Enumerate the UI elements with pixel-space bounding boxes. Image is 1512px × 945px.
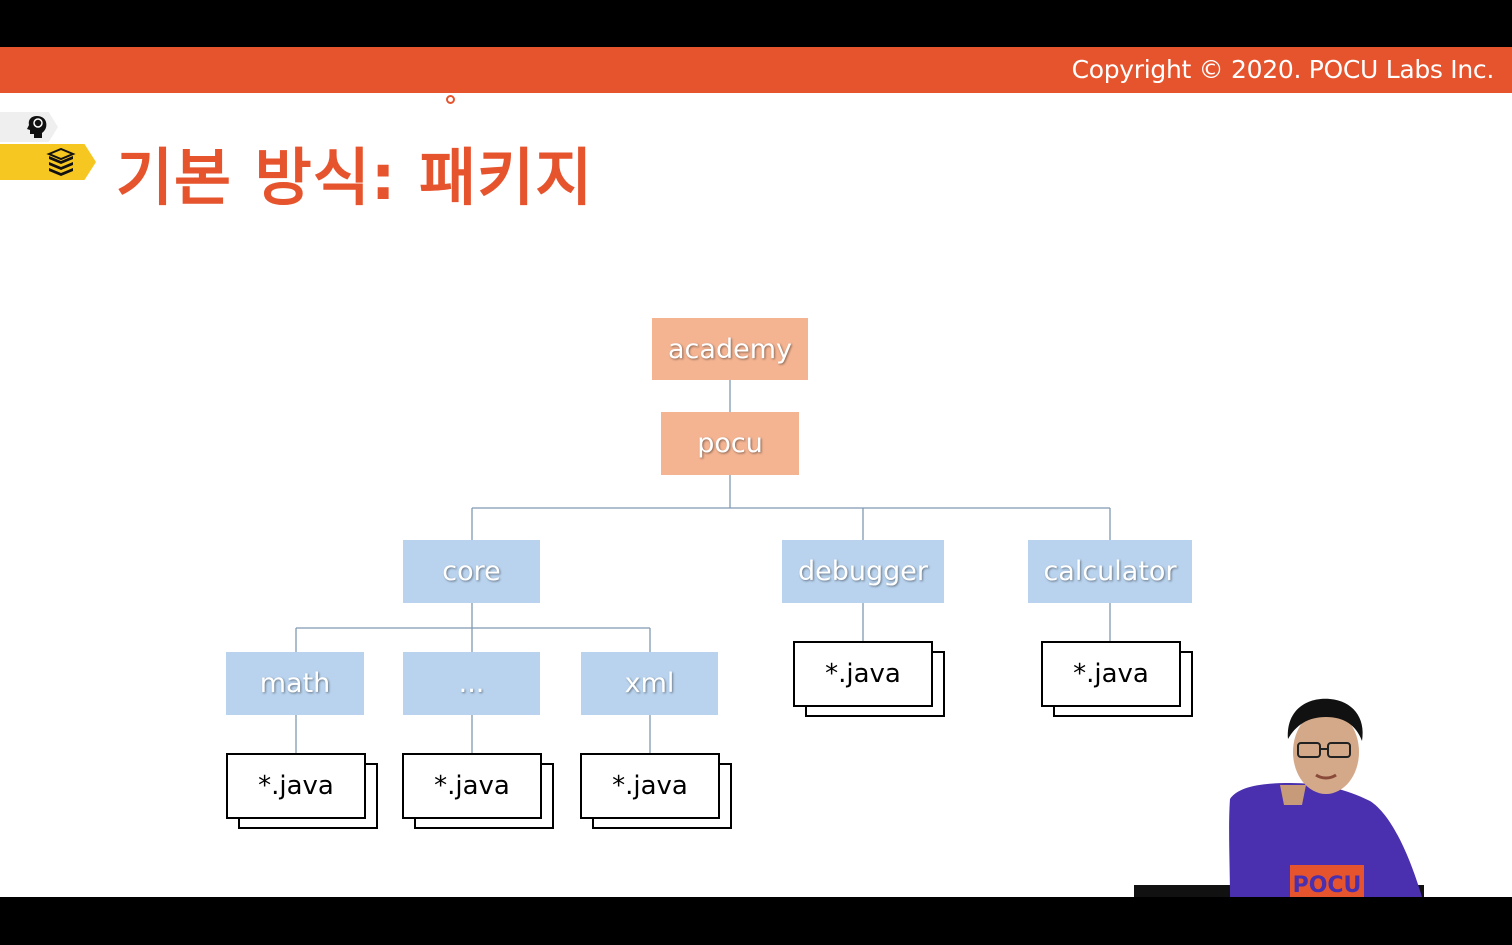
java-files-math: *.java <box>226 753 378 829</box>
copyright-text: Copyright © 2020. POCU Labs Inc. <box>1071 55 1495 84</box>
java-files-xml: *.java <box>580 753 732 829</box>
side-tab-inactive[interactable] <box>0 112 58 142</box>
package-calculator: calculator <box>1028 540 1192 603</box>
brain-head-icon <box>27 116 47 138</box>
java-files-ellipsis: *.java <box>402 753 554 829</box>
header-banner: Copyright © 2020. POCU Labs Inc. <box>0 47 1512 93</box>
package-core: core <box>403 540 540 603</box>
shirt-logo: POCU <box>1293 873 1362 897</box>
java-files-debugger: *.java <box>793 641 945 717</box>
package-math: math <box>226 652 364 715</box>
java-files-label: *.java <box>226 753 366 819</box>
java-files-label: *.java <box>402 753 542 819</box>
video-letterbox-bottom <box>0 897 1512 945</box>
video-letterbox-top <box>0 0 1512 47</box>
package-xml: xml <box>581 652 718 715</box>
java-files-calculator: *.java <box>1041 641 1193 717</box>
package-ellipsis: ... <box>403 652 540 715</box>
presenter-video: POCU <box>1134 698 1424 897</box>
java-files-label: *.java <box>793 641 933 707</box>
book-stack-icon <box>46 148 76 176</box>
laser-pointer <box>446 95 455 104</box>
java-files-label: *.java <box>1041 641 1181 707</box>
package-academy: academy <box>652 318 808 380</box>
slide: Copyright © 2020. POCU Labs Inc. 기본 방식: … <box>0 47 1512 897</box>
slide-title: 기본 방식: 패키지 <box>116 141 594 214</box>
java-files-label: *.java <box>580 753 720 819</box>
side-tab-active[interactable] <box>0 144 96 180</box>
package-pocu: pocu <box>661 412 799 475</box>
package-debugger: debugger <box>782 540 944 603</box>
tree-connectors <box>295 380 1111 753</box>
